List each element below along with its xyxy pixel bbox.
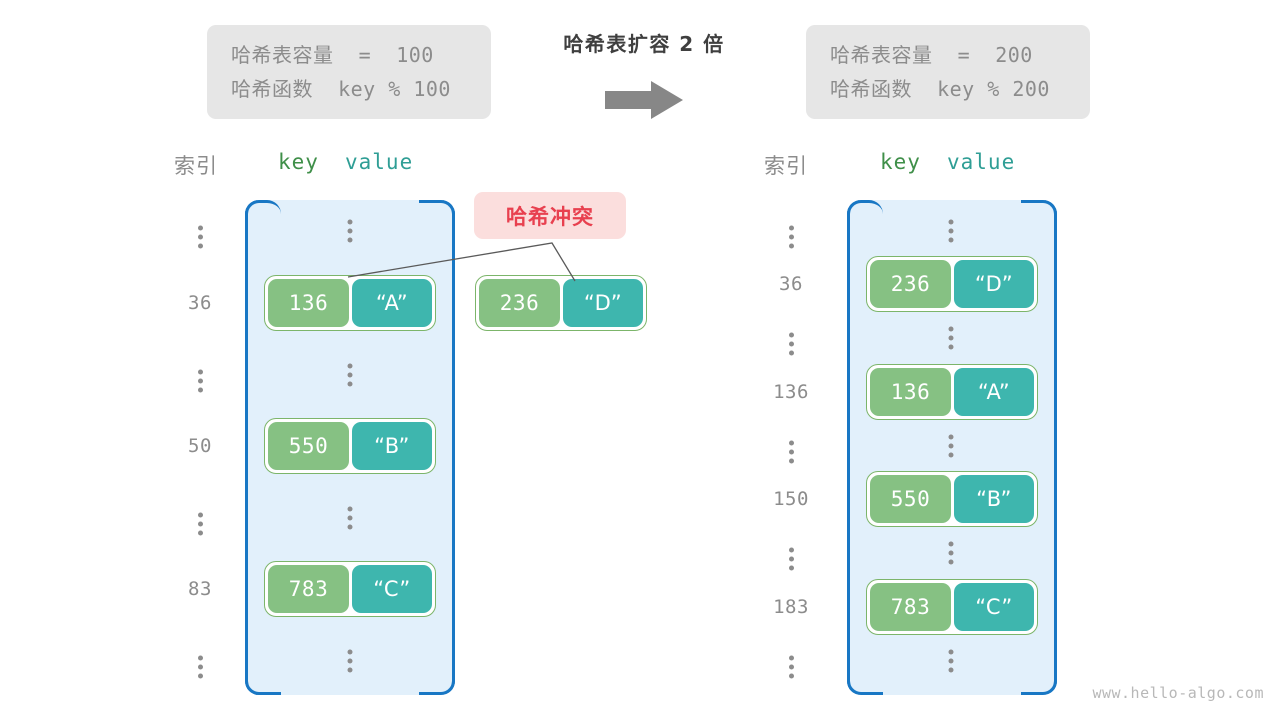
right-row-dots-6 bbox=[948, 541, 954, 565]
right-entry-136: 136 “A” bbox=[866, 364, 1038, 420]
right-entry-550: 550 “B” bbox=[866, 471, 1038, 527]
hash-collision-badge: 哈希冲突 bbox=[474, 192, 626, 239]
left-row-dots-0 bbox=[347, 219, 353, 243]
left-index-2 bbox=[170, 358, 230, 393]
left-header-key: key bbox=[278, 150, 319, 174]
right-index-183: 183 bbox=[773, 596, 809, 618]
right-entry-236-value: “D” bbox=[954, 260, 1034, 308]
right-entry-550-value: “B” bbox=[954, 475, 1034, 523]
right-row-dots-8 bbox=[948, 649, 954, 673]
left-index-83: 83 bbox=[188, 578, 212, 600]
left-row-dots-2 bbox=[347, 363, 353, 387]
right-entry-550-key: 550 bbox=[870, 475, 951, 523]
right-hash-function-line: 哈希函数 key % 200 bbox=[830, 77, 1050, 101]
left-entry-783-value: “C” bbox=[352, 565, 432, 613]
right-index-0 bbox=[760, 214, 822, 249]
ellipsis-icon bbox=[788, 440, 794, 464]
right-entry-783-key: 783 bbox=[870, 583, 951, 631]
site-watermark: www.hello-algo.com bbox=[1092, 684, 1264, 702]
left-entry-136-key: 136 bbox=[268, 279, 349, 327]
right-hash-config-box: 哈希表容量 = 200 哈希函数 key % 200 bbox=[806, 25, 1090, 119]
left-row-dots-4 bbox=[347, 506, 353, 530]
left-entry-783: 783 “C” bbox=[264, 561, 436, 617]
ellipsis-icon bbox=[197, 369, 203, 393]
left-entry-550: 550 “B” bbox=[264, 418, 436, 474]
right-entry-236-key: 236 bbox=[870, 260, 951, 308]
left-entry-550-key: 550 bbox=[268, 422, 349, 470]
right-row-dots-4 bbox=[948, 434, 954, 458]
right-row-dots-2 bbox=[948, 326, 954, 350]
right-index-136: 136 bbox=[773, 381, 809, 403]
left-entry-136-value: “A” bbox=[352, 279, 432, 327]
ellipsis-icon bbox=[197, 655, 203, 679]
right-index-4 bbox=[760, 429, 822, 464]
pending-entry-236: 236 “D” bbox=[475, 275, 647, 331]
left-entry-550-value: “B” bbox=[352, 422, 432, 470]
left-capacity-line: 哈希表容量 = 100 bbox=[231, 43, 434, 67]
right-capacity-line: 哈希表容量 = 200 bbox=[830, 43, 1033, 67]
expansion-title: 哈希表扩容 2 倍 bbox=[563, 32, 725, 56]
right-index-8 bbox=[760, 644, 822, 679]
ellipsis-icon bbox=[197, 512, 203, 536]
left-index-6 bbox=[170, 644, 230, 679]
left-index-0 bbox=[170, 214, 230, 249]
left-index-50: 50 bbox=[188, 435, 212, 457]
right-arrow-icon bbox=[605, 81, 683, 119]
bracket-corner-bottom-left bbox=[245, 681, 281, 695]
left-entry-136: 136 “A” bbox=[264, 275, 436, 331]
left-index-4 bbox=[170, 501, 230, 536]
right-header-index: 索引 bbox=[764, 154, 808, 178]
right-header-value: value bbox=[947, 150, 1016, 174]
right-entry-783-value: “C” bbox=[954, 583, 1034, 631]
pending-entry-236-value: “D” bbox=[563, 279, 643, 327]
bracket-corner-bottom-left bbox=[847, 681, 883, 695]
left-hash-config-box: 哈希表容量 = 100 哈希函数 key % 100 bbox=[207, 25, 491, 119]
right-entry-783: 783 “C” bbox=[866, 579, 1038, 635]
ellipsis-icon bbox=[788, 655, 794, 679]
ellipsis-icon bbox=[788, 225, 794, 249]
right-header-key: key bbox=[880, 150, 921, 174]
left-header-value: value bbox=[345, 150, 414, 174]
left-hash-function-line: 哈希函数 key % 100 bbox=[231, 77, 451, 101]
left-row-dots-6 bbox=[347, 649, 353, 673]
left-index-36: 36 bbox=[188, 292, 212, 314]
ellipsis-icon bbox=[788, 332, 794, 356]
left-entry-783-key: 783 bbox=[268, 565, 349, 613]
left-header-index: 索引 bbox=[174, 154, 218, 178]
right-index-2 bbox=[760, 321, 822, 356]
right-index-36: 36 bbox=[779, 273, 803, 295]
ellipsis-icon bbox=[197, 225, 203, 249]
bracket-corner-bottom-right bbox=[419, 681, 455, 695]
pending-entry-236-key: 236 bbox=[479, 279, 560, 327]
ellipsis-icon bbox=[788, 547, 794, 571]
right-entry-236: 236 “D” bbox=[866, 256, 1038, 312]
right-entry-136-value: “A” bbox=[954, 368, 1034, 416]
right-entry-136-key: 136 bbox=[870, 368, 951, 416]
right-index-150: 150 bbox=[773, 488, 809, 510]
right-row-dots-0 bbox=[948, 219, 954, 243]
bracket-corner-bottom-right bbox=[1021, 681, 1057, 695]
right-index-6 bbox=[760, 536, 822, 571]
